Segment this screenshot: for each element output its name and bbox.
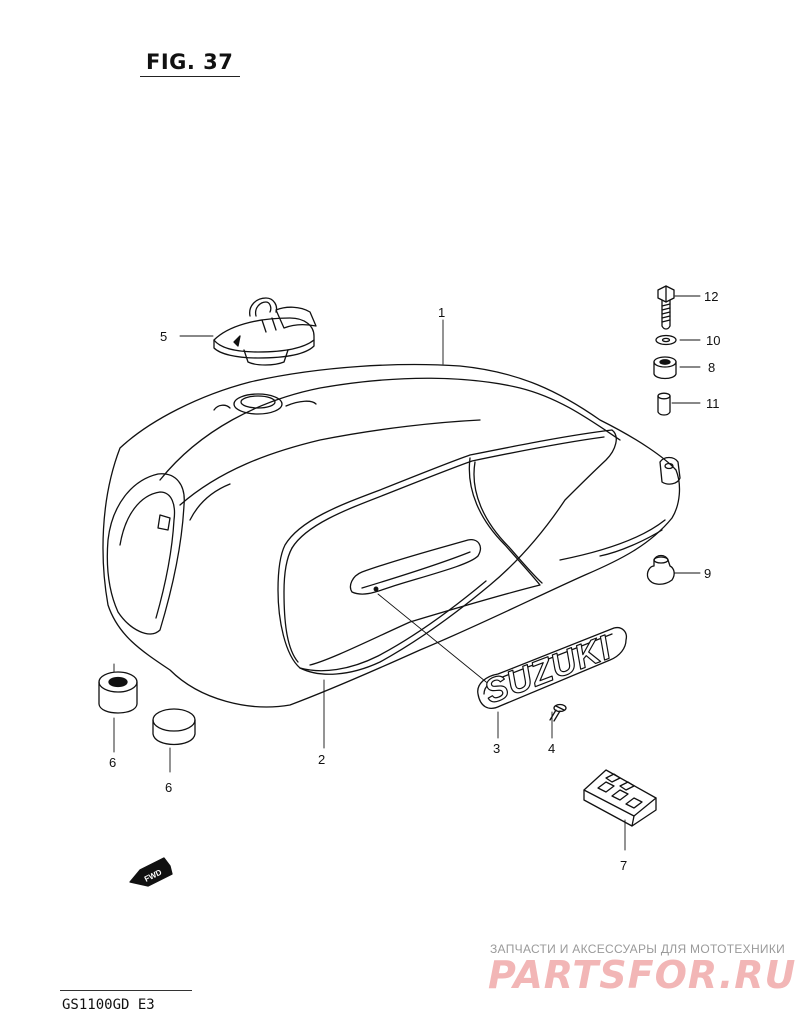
tank-emblem[interactable]	[477, 626, 628, 709]
cushion-9[interactable]	[646, 554, 675, 585]
callout-1: 1	[438, 305, 446, 320]
bolt-12[interactable]	[657, 285, 675, 330]
callout-6-left: 6	[109, 755, 117, 770]
callout-10: 10	[706, 333, 721, 348]
leader-lines	[113, 295, 701, 851]
callout-2: 2	[318, 752, 326, 767]
callout-3: 3	[493, 741, 501, 756]
figure-title-underline	[140, 76, 240, 77]
watermark-logo: PARTSFOR.RU	[488, 953, 797, 997]
emblem-text: SUZUKI	[479, 628, 617, 711]
callout-8: 8	[708, 360, 716, 375]
cushion-6-right[interactable]	[152, 708, 196, 746]
callout-12: 12	[704, 289, 719, 304]
screw-4[interactable]	[549, 703, 567, 722]
callout-7: 7	[620, 858, 628, 873]
cushion-8[interactable]	[653, 356, 677, 380]
fuel-cap[interactable]	[213, 297, 317, 366]
washer-10[interactable]	[655, 334, 677, 346]
callout-6-right: 6	[165, 780, 173, 795]
callout-11: 11	[706, 396, 720, 411]
rubber-block-7[interactable]	[583, 769, 657, 827]
callout-9: 9	[704, 566, 712, 581]
figure-title: FIG. 37	[146, 50, 234, 74]
watermark-caption: ЗАПЧАСТИ И АКСЕССУАРЫ ДЛЯ МОТОТЕХНИКИ	[490, 942, 786, 956]
fwd-arrow-icon	[129, 857, 173, 887]
model-code-overline	[60, 990, 192, 991]
callout-4: 4	[548, 741, 556, 756]
collar-11[interactable]	[657, 392, 671, 416]
cushion-6-left[interactable]	[98, 671, 138, 714]
fuel-tank[interactable]	[102, 363, 681, 708]
model-code: GS1100GD E3	[62, 997, 155, 1013]
callout-5: 5	[160, 329, 168, 344]
